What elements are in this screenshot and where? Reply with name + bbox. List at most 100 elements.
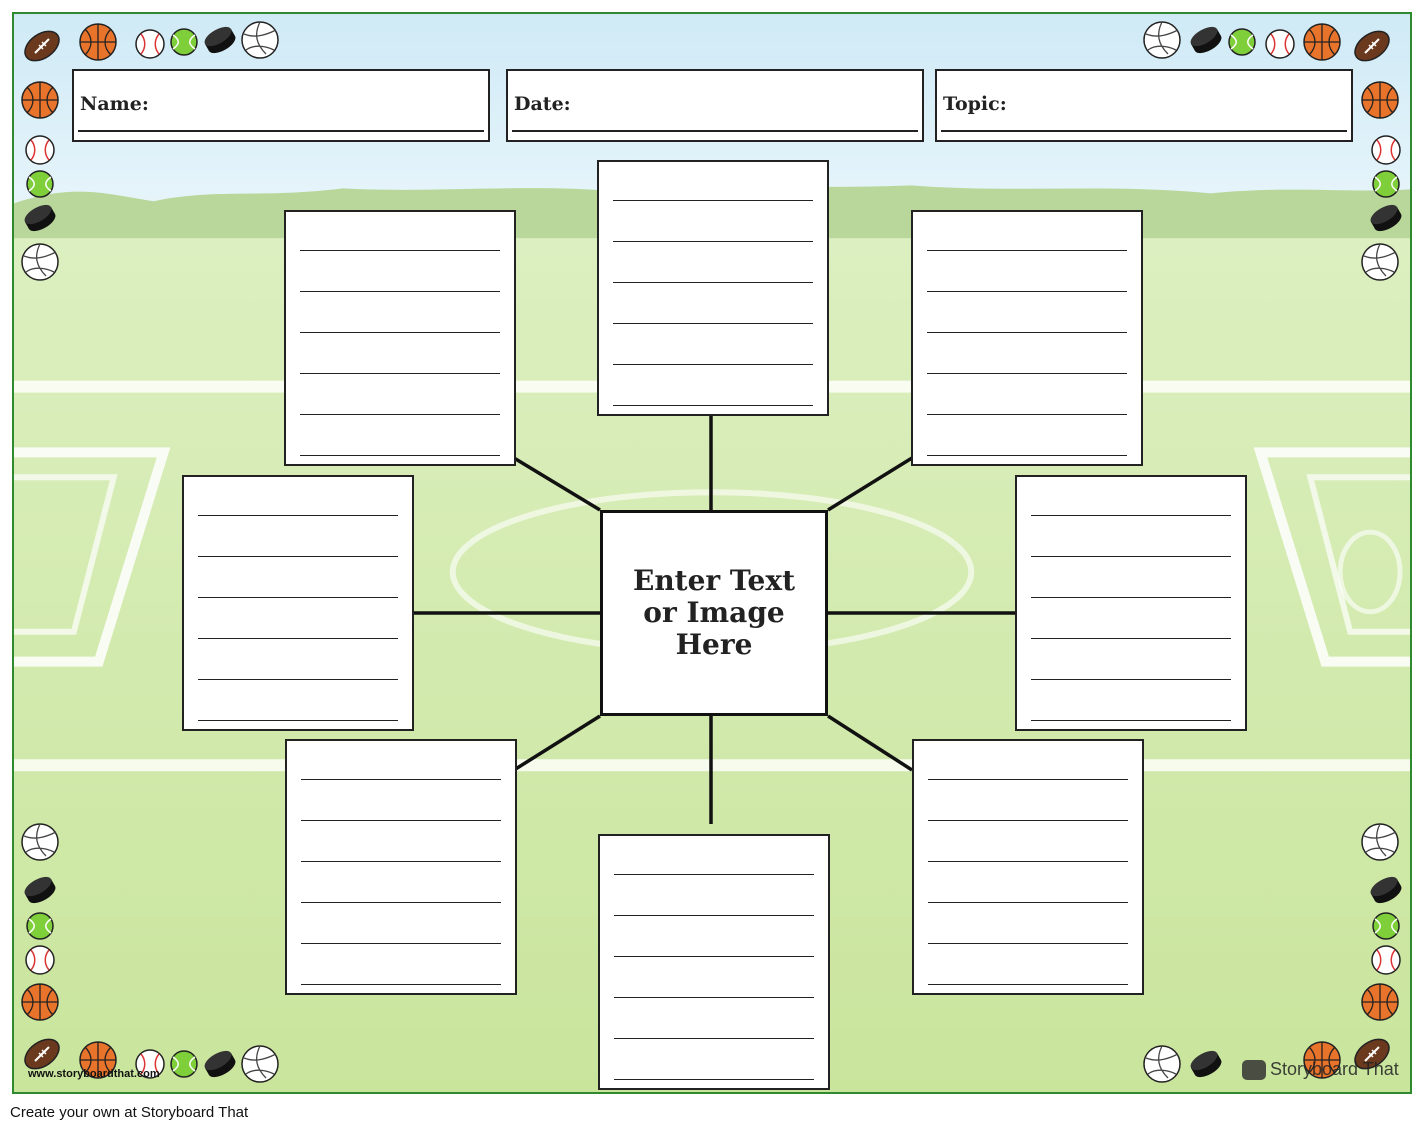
- tennis-ball-icon: [1366, 906, 1406, 946]
- date-line: [512, 130, 918, 132]
- basketball-icon: [78, 22, 118, 62]
- writing-line: [927, 291, 1127, 292]
- writing-line: [300, 332, 500, 333]
- box-top-left[interactable]: [284, 210, 516, 466]
- football-icon: [22, 1034, 62, 1074]
- volleyball-icon: [1142, 1044, 1182, 1084]
- writing-line: [1031, 638, 1231, 639]
- writing-line: [198, 720, 398, 721]
- writing-line: [300, 414, 500, 415]
- writing-line: [301, 984, 501, 985]
- writing-line: [1031, 597, 1231, 598]
- writing-line: [198, 638, 398, 639]
- volleyball-icon: [1360, 242, 1400, 282]
- watermark-right-text: Storyboard That: [1270, 1059, 1399, 1079]
- writing-line: [613, 282, 813, 283]
- hockey-puck-icon: [1366, 198, 1406, 238]
- tennis-ball-icon: [20, 164, 60, 204]
- baseball-icon: [20, 940, 60, 980]
- basketball-icon: [20, 80, 60, 120]
- baseball-icon: [1366, 940, 1406, 980]
- writing-line: [300, 455, 500, 456]
- writing-line: [928, 902, 1128, 903]
- writing-line: [928, 820, 1128, 821]
- center-box[interactable]: Enter Text or Image Here: [600, 510, 828, 716]
- center-text: Enter Text or Image Here: [632, 564, 795, 661]
- writing-line: [613, 241, 813, 242]
- watermark-left: www.storyboardthat.com: [28, 1068, 160, 1080]
- writing-line: [614, 1079, 814, 1080]
- basketball-icon: [78, 1040, 118, 1080]
- football-icon: [22, 26, 62, 66]
- name-label: Name:: [80, 93, 149, 115]
- hockey-puck-icon: [1186, 1044, 1226, 1084]
- writing-line: [300, 291, 500, 292]
- writing-line: [613, 323, 813, 324]
- writing-line: [300, 250, 500, 251]
- box-top[interactable]: [597, 160, 829, 416]
- writing-line: [301, 779, 501, 780]
- topic-line: [941, 130, 1347, 132]
- baseball-icon: [130, 24, 170, 64]
- topic-field[interactable]: Topic:: [935, 69, 1353, 142]
- football-icon: [1352, 26, 1392, 66]
- writing-line: [198, 515, 398, 516]
- writing-line: [614, 997, 814, 998]
- writing-line: [928, 943, 1128, 944]
- date-field[interactable]: Date:: [506, 69, 924, 142]
- writing-line: [198, 556, 398, 557]
- tennis-ball-icon: [20, 906, 60, 946]
- baseball-icon: [130, 1044, 170, 1084]
- storyboard-logo-icon: [1242, 1059, 1266, 1080]
- baseball-icon: [1366, 130, 1406, 170]
- box-bottom[interactable]: [598, 834, 830, 1090]
- writing-line: [927, 373, 1127, 374]
- football-icon: [1352, 1034, 1392, 1074]
- tennis-ball-icon: [164, 1044, 204, 1084]
- volleyball-icon: [240, 1044, 280, 1084]
- hockey-puck-icon: [20, 198, 60, 238]
- box-bottom-right[interactable]: [912, 739, 1144, 995]
- writing-line: [928, 984, 1128, 985]
- writing-line: [927, 414, 1127, 415]
- writing-line: [927, 455, 1127, 456]
- writing-line: [613, 200, 813, 201]
- writing-line: [301, 902, 501, 903]
- basketball-icon: [1360, 80, 1400, 120]
- writing-line: [301, 943, 501, 944]
- basketball-icon: [1302, 22, 1342, 62]
- writing-line: [927, 250, 1127, 251]
- hockey-puck-icon: [200, 20, 240, 60]
- hockey-puck-icon: [200, 1044, 240, 1084]
- tennis-ball-icon: [1366, 164, 1406, 204]
- hockey-puck-icon: [20, 870, 60, 910]
- writing-line: [614, 915, 814, 916]
- name-field[interactable]: Name:: [72, 69, 490, 142]
- baseball-icon: [20, 130, 60, 170]
- tennis-ball-icon: [164, 22, 204, 62]
- volleyball-icon: [1360, 822, 1400, 862]
- writing-line: [1031, 679, 1231, 680]
- tennis-ball-icon: [1222, 22, 1262, 62]
- volleyball-icon: [20, 242, 60, 282]
- date-label: Date:: [514, 93, 571, 115]
- writing-line: [198, 679, 398, 680]
- baseball-icon: [1260, 24, 1300, 64]
- volleyball-icon: [1142, 20, 1182, 60]
- box-top-right[interactable]: [911, 210, 1143, 466]
- writing-line: [928, 779, 1128, 780]
- writing-line: [198, 597, 398, 598]
- writing-line: [301, 861, 501, 862]
- writing-line: [614, 956, 814, 957]
- footer-text: Create your own at Storyboard That: [10, 1104, 249, 1121]
- box-right[interactable]: [1015, 475, 1247, 731]
- writing-line: [1031, 720, 1231, 721]
- hockey-puck-icon: [1366, 870, 1406, 910]
- writing-line: [614, 874, 814, 875]
- box-left[interactable]: [182, 475, 414, 731]
- volleyball-icon: [240, 20, 280, 60]
- watermark-right: Storyboard That: [1242, 1059, 1399, 1080]
- box-bottom-left[interactable]: [285, 739, 517, 995]
- writing-line: [613, 405, 813, 406]
- writing-line: [1031, 556, 1231, 557]
